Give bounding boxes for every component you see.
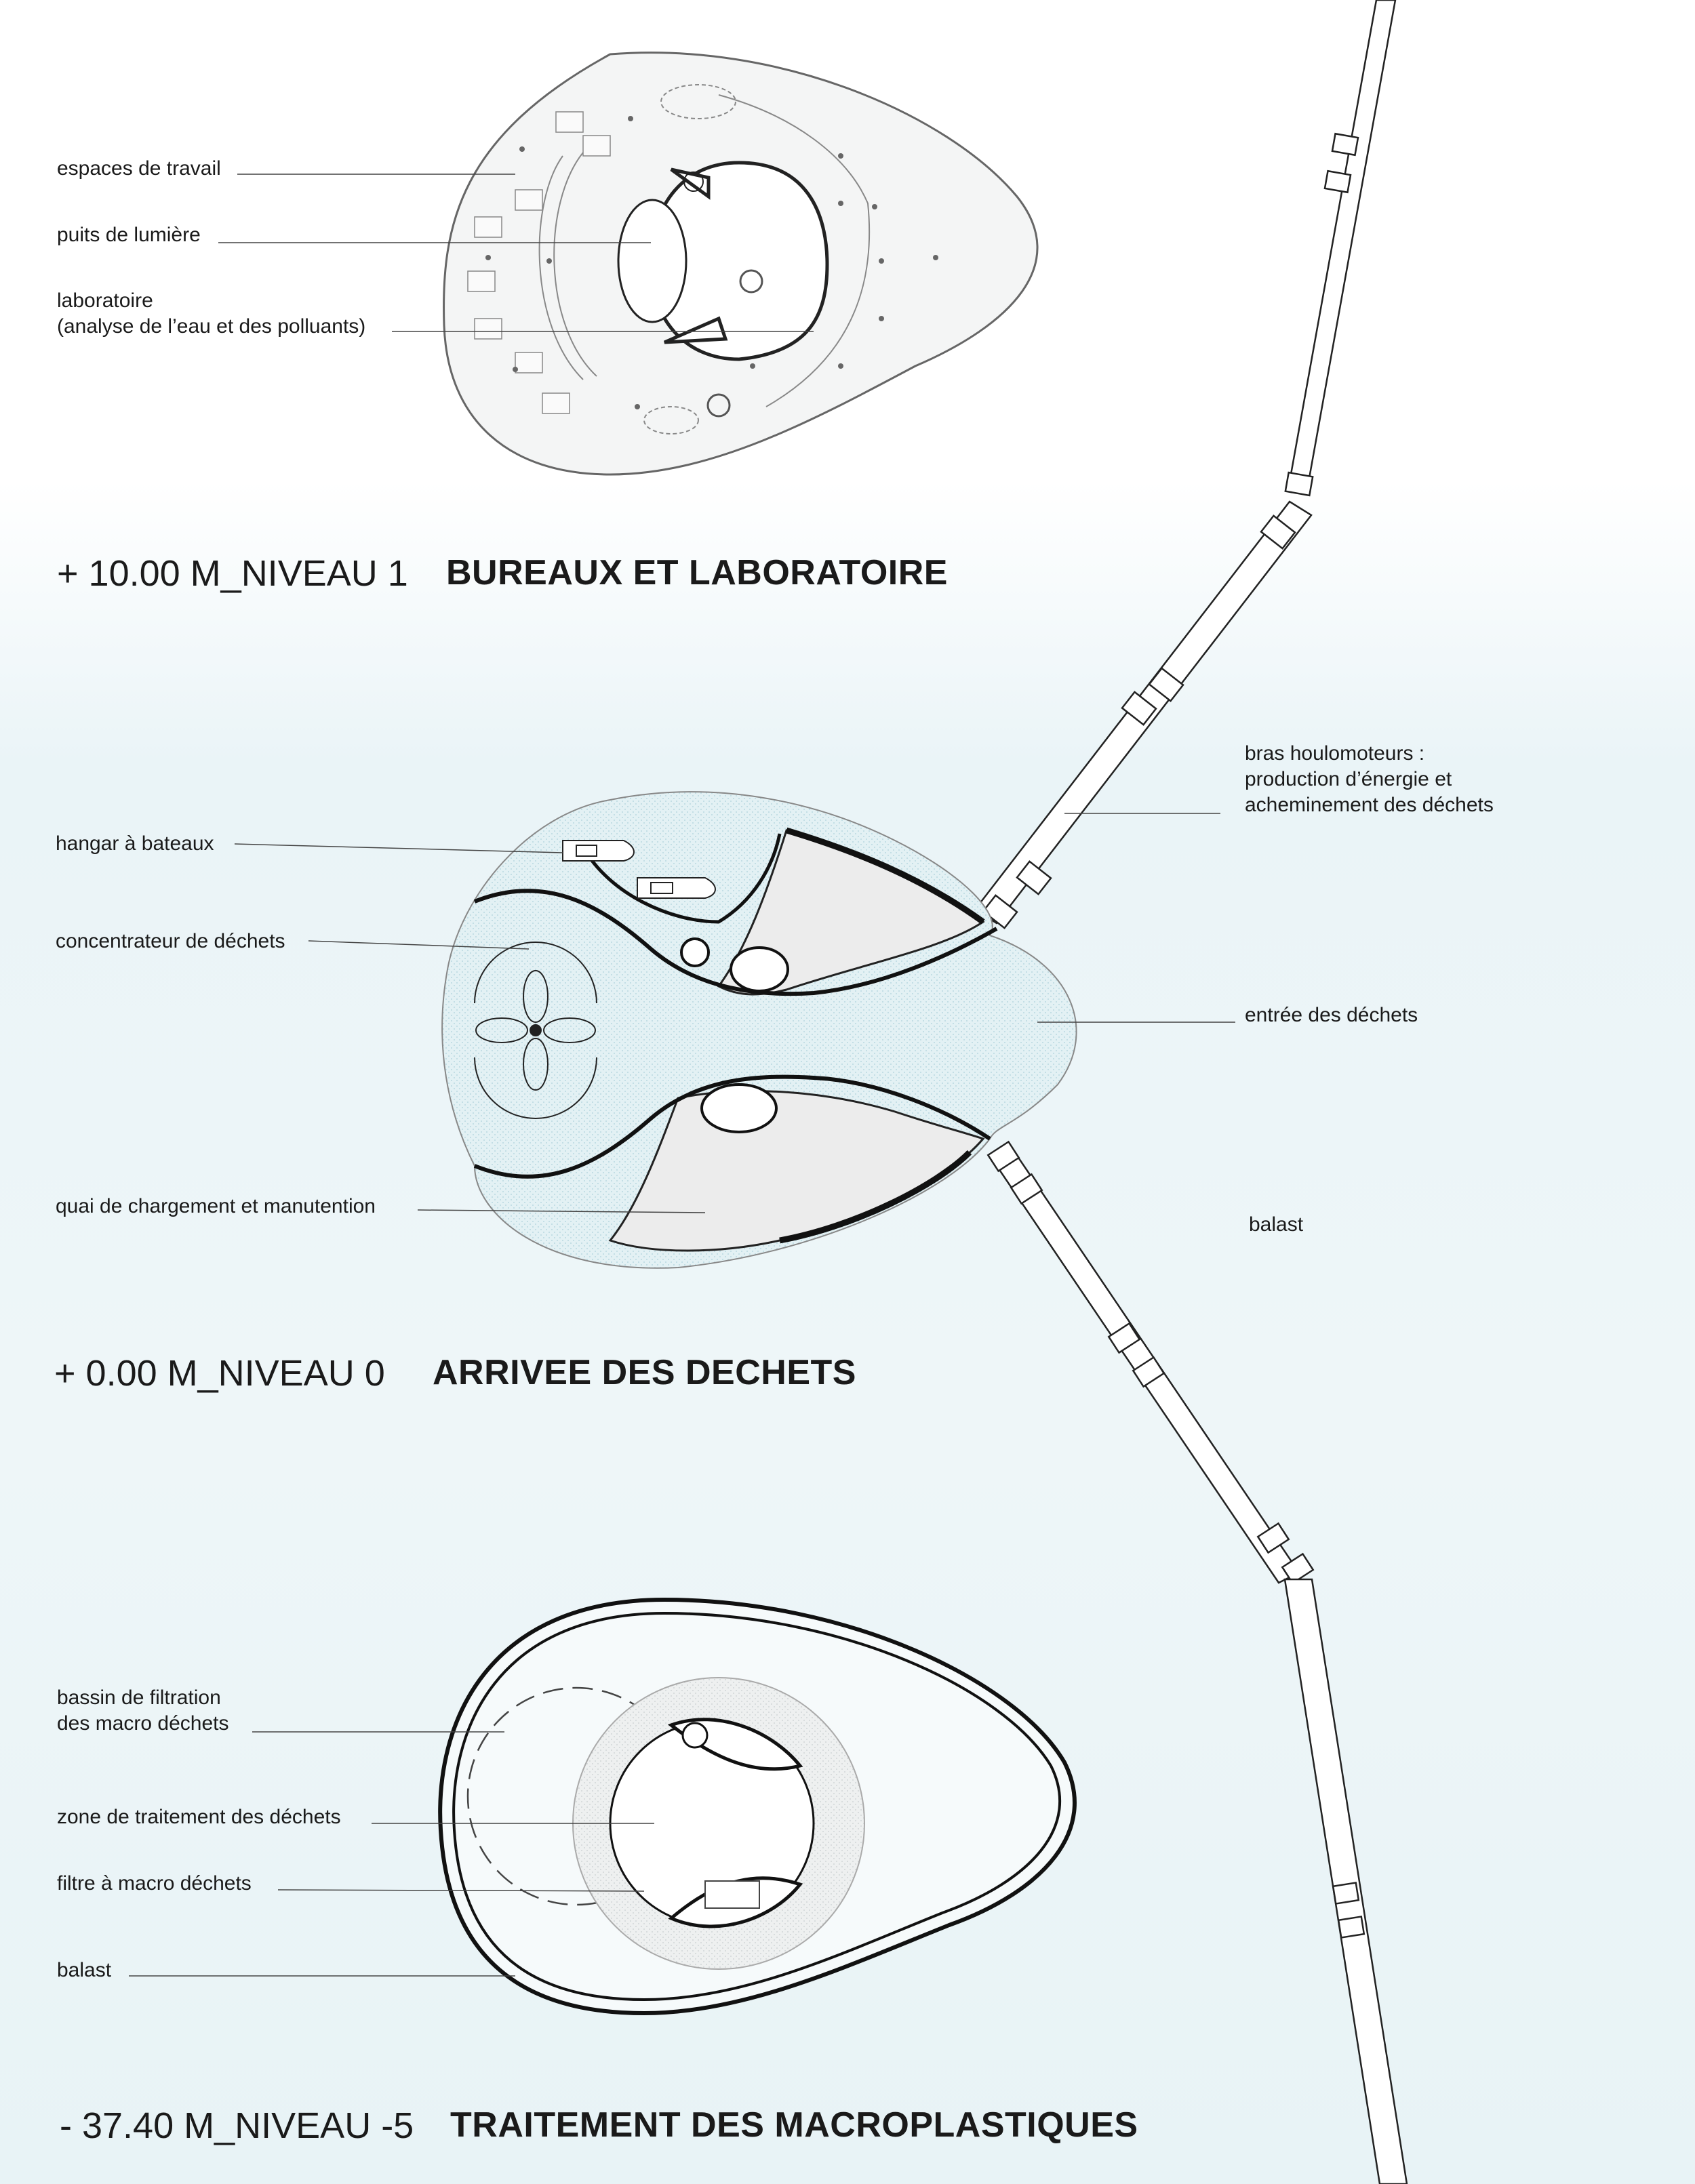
- channel-wall-lower: [473, 1074, 991, 1179]
- label-lightwell: puits de lumière: [57, 224, 201, 246]
- plan-level-1: [443, 52, 1039, 476]
- label-laboratory: laboratoire (analyse de l’eau et des pol…: [57, 288, 365, 340]
- label-loading-dock: quai de chargement et manutention: [56, 1195, 376, 1217]
- label-filtration-basin-line1: bassin de filtration: [57, 1686, 221, 1709]
- wave-energy-arm: [974, 0, 1408, 2184]
- concentrator-propeller-icon: [474, 942, 597, 1119]
- label-filtration-basin-line2: des macro déchets: [57, 1712, 229, 1735]
- leader-lines: [129, 174, 1235, 1977]
- channel-wall-upper: [473, 889, 998, 996]
- label-concentrator: concentrateur de déchets: [56, 930, 285, 952]
- label-ballast-level0: balast: [1249, 1213, 1304, 1236]
- label-wave-arms-line1: bras houlomoteurs :: [1245, 742, 1425, 765]
- label-wave-arms-line3: acheminement des déchets: [1245, 794, 1494, 816]
- plan-level-minus-5: [438, 1597, 1077, 2016]
- level1-title: BUREAUX ET LABORATOIRE: [446, 553, 948, 592]
- level0-title: ARRIVEE DES DECHETS: [433, 1353, 856, 1392]
- label-boat-hangar: hangar à bateaux: [56, 832, 214, 855]
- level-minus5-title: TRAITEMENT DES MACROPLASTIQUES: [450, 2105, 1138, 2145]
- level1-elevation: + 10.00 M_NIVEAU 1: [57, 553, 408, 594]
- boat-icon: [637, 877, 716, 899]
- label-treatment-zone: zone de traitement des déchets: [57, 1806, 341, 1828]
- label-workspaces: espaces de travail: [57, 157, 221, 180]
- boat-icon: [562, 840, 635, 862]
- plan-level-0: [441, 791, 1077, 1269]
- label-ballast-level-minus5: balast: [57, 1959, 112, 1981]
- label-laboratory-line2: (analyse de l’eau et des polluants): [57, 315, 366, 338]
- label-wave-arms-line2: production d’énergie et: [1245, 768, 1452, 790]
- arm-segment-bottom: [1283, 1578, 1408, 2184]
- label-wave-arms: bras houlomoteurs : production d’énergie…: [1245, 741, 1494, 818]
- level-minus5-elevation: - 37.40 M_NIVEAU -5: [60, 2105, 414, 2146]
- label-filtration-basin: bassin de filtration des macro déchets: [57, 1685, 228, 1737]
- lightwell-ellipse: [617, 199, 687, 323]
- label-laboratory-line1: laboratoire: [57, 289, 153, 312]
- label-macro-filter: filtre à macro déchets: [57, 1872, 252, 1895]
- label-waste-entry: entrée des déchets: [1245, 1004, 1418, 1026]
- level0-elevation: + 0.00 M_NIVEAU 0: [54, 1353, 385, 1394]
